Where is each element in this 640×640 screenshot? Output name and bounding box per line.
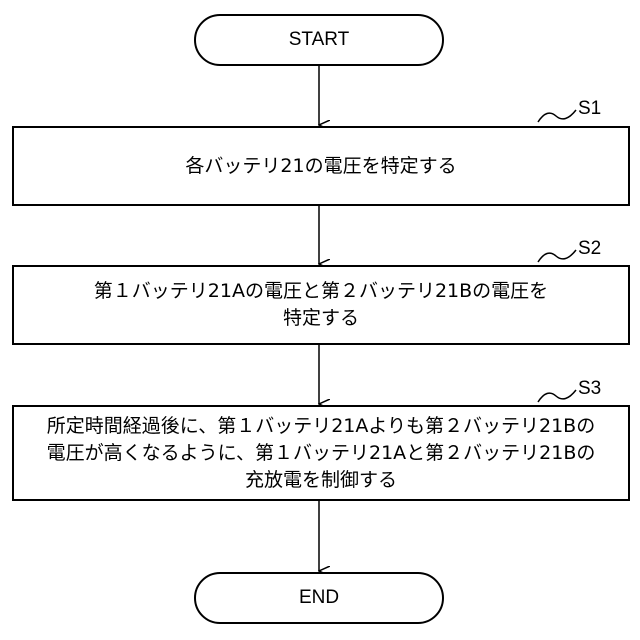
step-id-s3: S3 bbox=[578, 378, 601, 400]
start-terminal: START bbox=[194, 14, 444, 66]
step-s3-text-line: 充放電を制御する bbox=[47, 467, 596, 494]
leader-s2 bbox=[538, 250, 576, 262]
step-s1-text-line: 各バッテリ21の電圧を特定する bbox=[185, 153, 456, 180]
leader-s3 bbox=[538, 390, 576, 402]
step-s2-text-line: 特定する bbox=[94, 305, 548, 332]
end-terminal: END bbox=[194, 572, 444, 624]
end-label: END bbox=[299, 587, 339, 609]
process-step-s3: 所定時間経過後に、第１バッテリ21Aよりも第２バッテリ21Bの 電圧が高くなるよ… bbox=[12, 405, 630, 501]
step-id-s2: S2 bbox=[578, 238, 601, 260]
step-s3-text-line: 電圧が高くなるように、第１バッテリ21Aと第２バッテリ21Bの bbox=[47, 440, 596, 467]
process-step-s1: 各バッテリ21の電圧を特定する bbox=[12, 126, 630, 206]
leader-s1 bbox=[538, 110, 576, 122]
start-label: START bbox=[289, 29, 350, 51]
process-step-s2: 第１バッテリ21Aの電圧と第２バッテリ21Bの電圧を 特定する bbox=[12, 265, 630, 345]
step-s2-text-line: 第１バッテリ21Aの電圧と第２バッテリ21Bの電圧を bbox=[94, 278, 548, 305]
step-id-s1: S1 bbox=[578, 98, 601, 120]
step-s3-text-line: 所定時間経過後に、第１バッテリ21Aよりも第２バッテリ21Bの bbox=[47, 413, 596, 440]
